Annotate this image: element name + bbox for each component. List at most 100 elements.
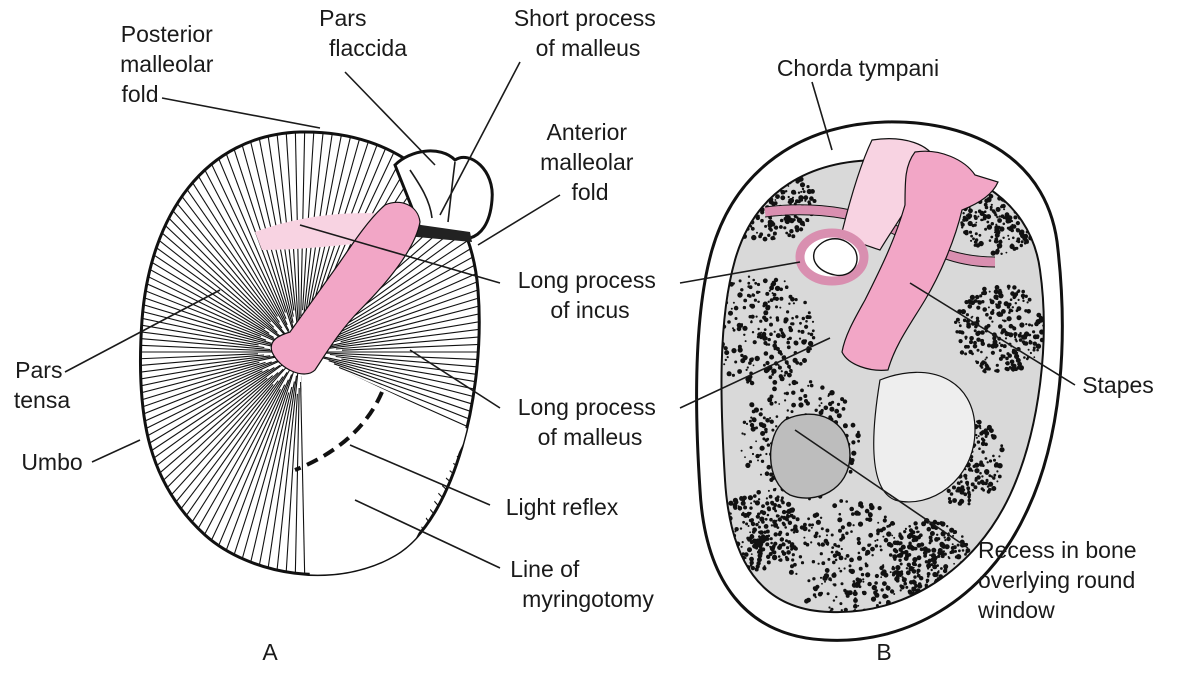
- bone-stipple: [747, 275, 751, 278]
- bone-stipple: [775, 333, 781, 339]
- bone-stipple: [745, 368, 748, 371]
- bone-stipple: [770, 236, 775, 241]
- bone-stipple: [1012, 285, 1017, 290]
- bone-stipple: [1015, 228, 1021, 233]
- radial-fibre: [335, 326, 480, 350]
- bone-stipple: [951, 543, 954, 546]
- bone-stipple: [753, 298, 758, 302]
- bone-stipple: [794, 298, 798, 302]
- radial-fibre: [317, 289, 480, 349]
- bone-stipple: [779, 218, 784, 223]
- bone-stipple: [763, 351, 769, 356]
- radial-fibre: [140, 155, 278, 333]
- bone-stipple: [723, 363, 726, 366]
- bone-stipple: [756, 231, 758, 234]
- bone-stipple: [736, 322, 742, 328]
- bone-stipple: [1003, 301, 1009, 307]
- bone-stipple: [983, 370, 987, 374]
- bone-stipple: [875, 604, 879, 607]
- bone-stipple: [986, 220, 990, 224]
- bone-stipple: [993, 289, 999, 295]
- bone-stipple: [990, 250, 996, 256]
- bone-stipple: [972, 343, 978, 349]
- bone-stipple: [798, 402, 804, 408]
- bone-stipple: [760, 473, 762, 476]
- bone-stipple: [776, 526, 780, 529]
- bone-stipple: [946, 525, 949, 528]
- bone-stipple: [967, 502, 971, 506]
- radial-fibre: [140, 361, 266, 440]
- bone-stipple: [914, 521, 918, 525]
- bone-stipple: [975, 221, 978, 224]
- bone-stipple: [862, 580, 865, 583]
- bone-stipple: [724, 193, 730, 199]
- bone-stipple: [763, 363, 766, 367]
- bone-stipple: [783, 280, 786, 283]
- bone-stipple: [779, 306, 782, 309]
- bone-stipple: [895, 565, 901, 571]
- label-light-reflex: Light reflex: [506, 494, 619, 520]
- bone-stipple: [907, 534, 912, 540]
- bone-stipple: [761, 423, 767, 429]
- bone-stipple: [773, 330, 776, 333]
- bone-stipple: [742, 305, 747, 310]
- bone-stipple: [930, 553, 937, 559]
- bone-stipple: [916, 543, 922, 548]
- bone-stipple: [724, 358, 727, 362]
- bone-stipple: [744, 177, 747, 180]
- bone-stipple: [817, 562, 820, 565]
- bone-stipple: [1032, 341, 1038, 346]
- bone-stipple: [960, 221, 964, 225]
- bone-stipple: [767, 343, 771, 346]
- bone-stipple: [803, 339, 808, 343]
- bone-stipple: [757, 160, 762, 165]
- bone-stipple: [838, 512, 842, 516]
- bone-stipple: [747, 525, 750, 527]
- bone-stipple: [819, 591, 824, 595]
- bone-stipple: [854, 510, 860, 516]
- bone-stipple: [749, 380, 755, 386]
- bone-stipple: [764, 438, 768, 442]
- bone-stipple: [994, 369, 997, 373]
- bone-stipple: [850, 458, 855, 463]
- bone-stipple: [997, 463, 1003, 469]
- bone-stipple: [777, 532, 782, 537]
- label-pars-flaccida: Pars flaccida: [319, 5, 407, 61]
- bone-stipple: [787, 540, 792, 544]
- radial-fibre: [183, 131, 287, 320]
- bone-stipple: [874, 539, 877, 542]
- bone-stipple: [833, 572, 836, 575]
- bone-stipple: [1003, 208, 1006, 211]
- bone-stipple: [968, 230, 973, 234]
- bone-stipple: [750, 171, 754, 175]
- bone-stipple: [834, 558, 838, 562]
- panel-b-letter: B: [876, 639, 891, 665]
- bone-stipple: [790, 528, 794, 532]
- bone-stipple: [930, 557, 935, 562]
- bone-stipple: [757, 550, 761, 554]
- bone-stipple: [762, 304, 766, 308]
- bone-stipple: [1008, 302, 1012, 307]
- bone-stipple: [743, 333, 746, 336]
- bone-stipple: [795, 178, 800, 183]
- bone-stipple: [749, 556, 754, 562]
- bone-stipple: [857, 578, 863, 584]
- bone-stipple: [769, 298, 774, 302]
- bone-stipple: [786, 546, 790, 550]
- bone-stipple: [914, 526, 919, 530]
- bone-stipple: [724, 350, 730, 356]
- bone-stipple: [765, 501, 770, 506]
- radial-fibre: [218, 131, 295, 330]
- bone-stipple: [808, 380, 813, 384]
- bone-stipple: [734, 360, 738, 364]
- malleus-handle: [270, 201, 421, 375]
- bone-stipple: [786, 518, 789, 522]
- bone-stipple: [984, 430, 990, 436]
- radial-fibre: [140, 355, 271, 391]
- bone-stipple: [1039, 337, 1044, 343]
- bone-stipple: [783, 392, 787, 395]
- bone-stipple: [964, 300, 969, 305]
- bone-stipple: [1039, 329, 1044, 335]
- bone-stipple: [967, 488, 970, 492]
